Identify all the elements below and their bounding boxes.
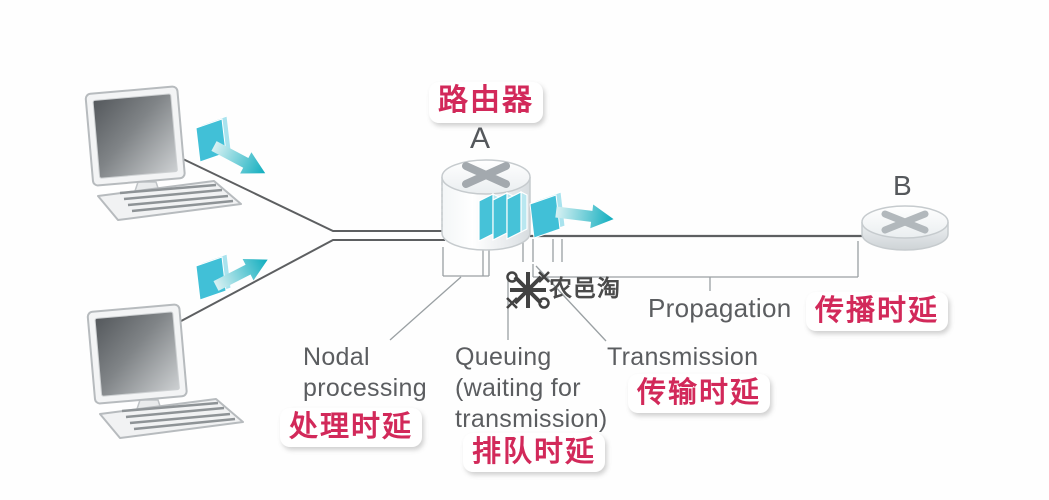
nodal-processing-label: Nodal processing <box>303 343 427 402</box>
propagation-label: Propagation <box>648 293 792 323</box>
queuing-label: Queuing (waiting for transmission) <box>455 343 608 433</box>
router-zh-label: 路由器 <box>429 82 543 123</box>
transmission-zh: 传输时延 <box>628 374 771 414</box>
queuing-zh: 排队时延 <box>463 433 606 473</box>
delay-brackets <box>389 239 859 342</box>
nodal-processing-zh: 处理时延 <box>280 408 423 448</box>
router-b-label: B <box>893 170 912 201</box>
transmission-label: Transmission <box>607 343 759 371</box>
watermark-logo-icon <box>506 271 550 309</box>
host-computer-bottom <box>86 302 245 440</box>
watermark-text: 农邑淘 <box>549 276 621 302</box>
router-b-icon <box>861 205 949 251</box>
router-a-label: A <box>470 122 491 155</box>
propagation-zh: 传播时延 <box>806 292 949 332</box>
access-links <box>159 147 445 329</box>
